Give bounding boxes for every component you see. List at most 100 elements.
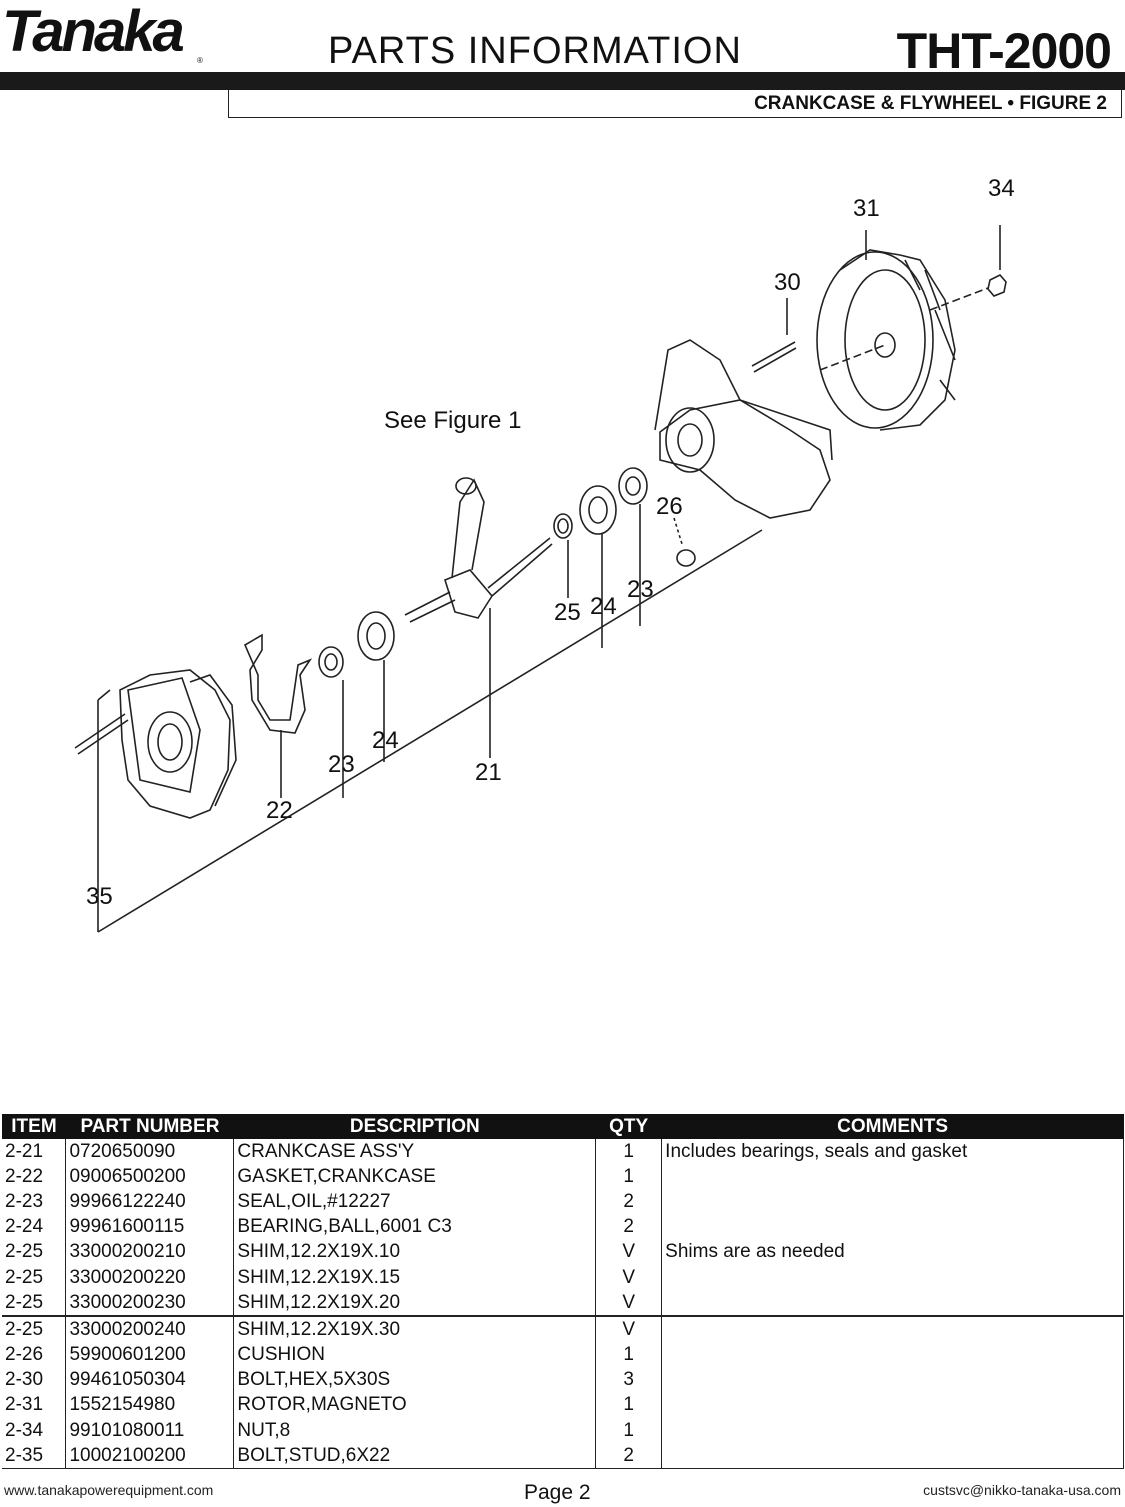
cell-qty: V xyxy=(595,1315,662,1343)
cell-item: 2-24 xyxy=(5,1216,44,1238)
cell-item: 2-23 xyxy=(5,1190,44,1212)
cell-description: CRANKCASE ASS'Y xyxy=(233,1139,596,1165)
table-row: 2-21 0720650090 CRANKCASE ASS'Y 1 Includ… xyxy=(2,1139,1124,1165)
cell-item: 2-34 xyxy=(5,1419,44,1441)
cell-part-number: 09006500200 xyxy=(65,1164,234,1190)
cell-item: 2-25 xyxy=(5,1241,44,1263)
callout-25: 25 xyxy=(554,599,581,626)
cell-qty: 2 xyxy=(595,1214,662,1240)
callout-23a: 23 xyxy=(328,751,355,778)
gasket-icon xyxy=(243,633,313,734)
cell-comment: Includes bearings, seals and gasket xyxy=(661,1139,1124,1165)
callout-24a: 24 xyxy=(372,727,399,754)
see-figure-note: See Figure 1 xyxy=(384,407,521,434)
cell-comment: Shims are as needed xyxy=(661,1239,1124,1265)
column-header-comments: COMMENTS xyxy=(661,1114,1124,1139)
cell-description: SHIM,12.2X19X.30 xyxy=(233,1315,596,1343)
cell-qty: 3 xyxy=(595,1367,662,1393)
cell-qty: 1 xyxy=(595,1164,662,1190)
page-title: PARTS INFORMATION xyxy=(328,30,742,72)
cell-qty: 2 xyxy=(595,1443,662,1470)
cell-qty: V xyxy=(595,1264,662,1291)
cell-item: 2-26 xyxy=(5,1344,44,1366)
cell-description: SHIM,12.2X19X.15 xyxy=(233,1264,596,1291)
cell-qty: 2 xyxy=(595,1189,662,1215)
table-row: 2-25 33000200230 SHIM,12.2X19X.20 V xyxy=(2,1290,1124,1317)
table-row: 2-25 33000200220 SHIM,12.2X19X.15 V xyxy=(2,1264,1124,1291)
callout-26: 26 xyxy=(656,493,683,520)
callout-22: 22 xyxy=(266,797,293,824)
callout-30: 30 xyxy=(774,269,801,296)
hex-bolt-icon xyxy=(751,341,796,367)
crankshaft-icon xyxy=(404,477,553,623)
cell-comment xyxy=(661,1290,1124,1317)
cell-part-number: 99966122240 xyxy=(65,1189,234,1215)
column-header-qty: QTY xyxy=(595,1114,662,1139)
cell-part-number: 10002100200 xyxy=(65,1443,234,1470)
cell-item: 2-31 xyxy=(5,1394,44,1416)
cell-qty: 1 xyxy=(595,1392,662,1419)
subtitle-box: CRANKCASE & FLYWHEEL • FIGURE 2 xyxy=(228,90,1122,118)
column-header-part-number: PART NUMBER xyxy=(65,1114,234,1139)
model-number: THT-2000 xyxy=(896,23,1112,79)
table-row: 2-23 99966122240 SEAL,OIL,#12227 2 xyxy=(2,1189,1124,1215)
cell-description: SHIM,12.2X19X.20 xyxy=(233,1290,596,1317)
cell-qty: V xyxy=(595,1239,662,1265)
cell-comment xyxy=(661,1392,1124,1419)
cell-comment xyxy=(661,1164,1124,1190)
cell-item: 2-30 xyxy=(5,1369,44,1391)
cell-description: CUSHION xyxy=(233,1342,596,1368)
cell-qty: 1 xyxy=(595,1139,662,1165)
table-header-row: ITEM PART NUMBER DESCRIPTION QTY COMMENT… xyxy=(2,1114,1124,1139)
cell-item: 2-35 xyxy=(2,1443,66,1470)
stud-bolt-icon xyxy=(74,713,126,749)
brand-logo: Tanaka xyxy=(2,0,185,64)
cell-item: 2-25 xyxy=(5,1266,44,1288)
cell-description: ROTOR,MAGNETO xyxy=(233,1392,596,1419)
cell-comment xyxy=(661,1214,1124,1240)
table-row: 2-26 59900601200 CUSHION 1 xyxy=(2,1342,1124,1368)
table-row: 2-24 99961600115 BEARING,BALL,6001 C3 2 xyxy=(2,1214,1124,1240)
cell-item: 2-25 xyxy=(5,1291,44,1313)
table-row: 2-34 99101080011 NUT,8 1 xyxy=(2,1418,1124,1444)
header-bar xyxy=(0,72,1125,90)
cell-part-number: 99961600115 xyxy=(65,1214,234,1240)
parts-table: ITEM PART NUMBER DESCRIPTION QTY COMMENT… xyxy=(2,1114,1124,1470)
callout-23b: 23 xyxy=(627,576,654,603)
oil-seal-icon xyxy=(318,646,344,678)
cell-description: BOLT,HEX,5X30S xyxy=(233,1367,596,1393)
table-row: 2-25 33000200210 SHIM,12.2X19X.10 V Shim… xyxy=(2,1239,1124,1265)
callout-24b: 24 xyxy=(590,593,617,620)
cell-part-number: 0720650090 xyxy=(65,1139,234,1165)
callout-34: 34 xyxy=(988,175,1015,202)
table-row: 2-30 99461050304 BOLT,HEX,5X30S 3 xyxy=(2,1367,1124,1393)
cushion-icon xyxy=(676,549,696,567)
cell-comment xyxy=(661,1315,1124,1343)
cell-part-number: 1552154980 xyxy=(65,1392,234,1419)
callout-35: 35 xyxy=(86,883,113,910)
cell-item: 2-25 xyxy=(2,1315,66,1343)
cell-comment xyxy=(661,1418,1124,1444)
cell-item: 2-21 xyxy=(5,1140,44,1162)
page-number: Page 2 xyxy=(524,1481,591,1504)
cell-part-number: 99461050304 xyxy=(65,1367,234,1393)
cell-part-number: 59900601200 xyxy=(65,1342,234,1368)
footer-email[interactable]: custsvc@nikko-tanaka-usa.com xyxy=(923,1482,1121,1498)
callout-31: 31 xyxy=(853,195,880,222)
cell-comment xyxy=(661,1443,1124,1470)
cell-part-number: 33000200210 xyxy=(65,1239,234,1265)
cell-part-number: 33000200230 xyxy=(65,1290,234,1317)
figure-subtitle: CRANKCASE & FLYWHEEL • FIGURE 2 xyxy=(754,93,1107,114)
column-header-description: DESCRIPTION xyxy=(233,1114,596,1139)
shim-icon xyxy=(553,513,573,539)
callout-21: 21 xyxy=(475,759,502,786)
table-row: 2-25 33000200240 SHIM,12.2X19X.30 V xyxy=(2,1315,1124,1343)
assembly-leader-main xyxy=(97,529,763,933)
crankcase-half-right xyxy=(654,339,833,519)
table-row: 2-31 1552154980 ROTOR,MAGNETO 1 xyxy=(2,1392,1124,1419)
cell-qty: V xyxy=(595,1290,662,1317)
cell-comment xyxy=(661,1189,1124,1215)
footer-website[interactable]: www.tanakapowerequipment.com xyxy=(4,1482,214,1498)
cell-comment xyxy=(661,1342,1124,1368)
cell-qty: 1 xyxy=(595,1342,662,1368)
